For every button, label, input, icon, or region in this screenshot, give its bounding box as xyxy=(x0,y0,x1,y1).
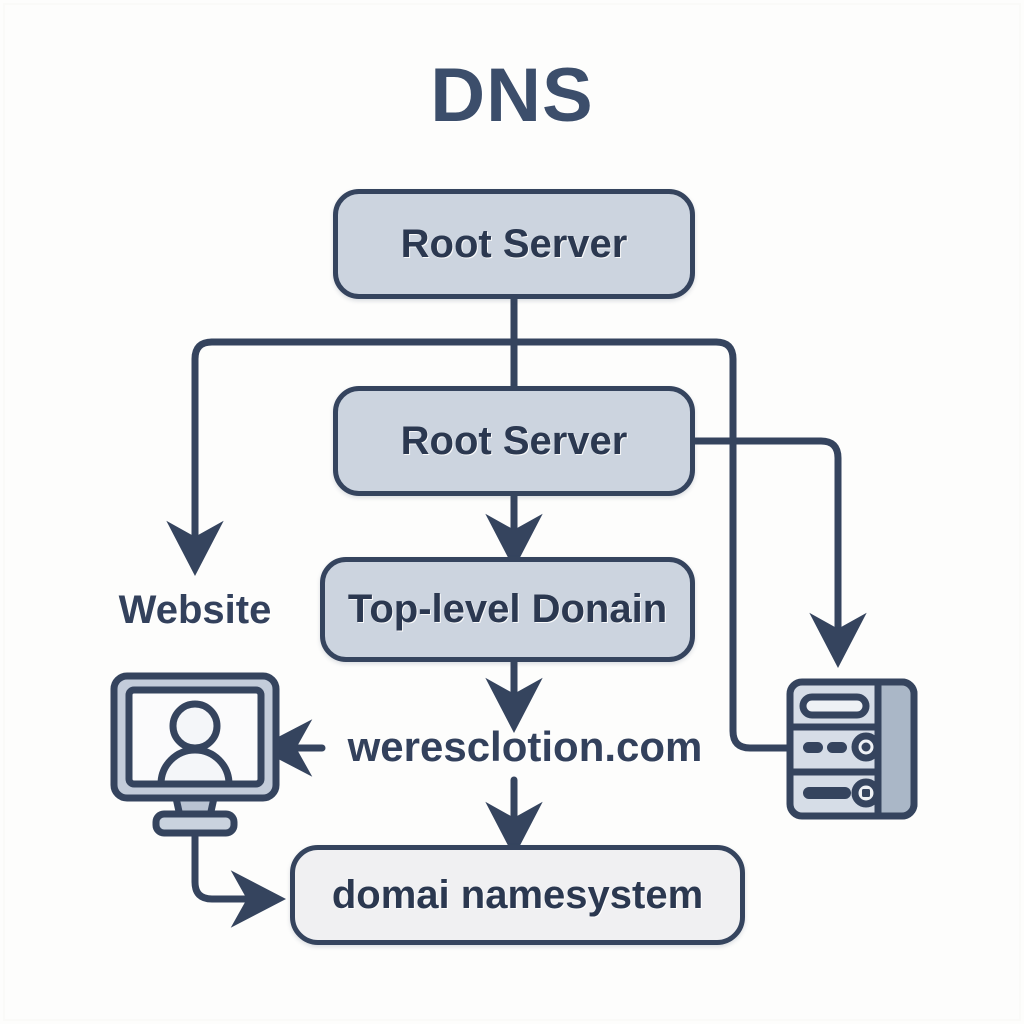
wire-bus-to-website xyxy=(166,338,224,577)
node-root-server-2[interactable]: Root Server xyxy=(333,386,695,496)
wire-bus-to-server-side xyxy=(712,338,797,752)
wire-root2-to-server-top xyxy=(691,437,867,669)
node-root-server-1[interactable]: Root Server xyxy=(333,189,695,299)
node-label: Root Server xyxy=(400,221,628,266)
node-domain-name-system[interactable]: domai namesystem xyxy=(290,845,745,945)
website-label: Website xyxy=(118,588,272,632)
page-title: DNS xyxy=(430,53,594,138)
node-label: Root Server xyxy=(400,418,628,463)
node-label: domai namesystem xyxy=(331,872,704,917)
wire-monitor-to-dns xyxy=(191,829,287,928)
node-label: Top-level Donain xyxy=(347,587,668,631)
node-top-level-domain[interactable]: Top-level Donain xyxy=(320,557,695,662)
domain-name-label: weresclotion.com xyxy=(347,723,703,770)
